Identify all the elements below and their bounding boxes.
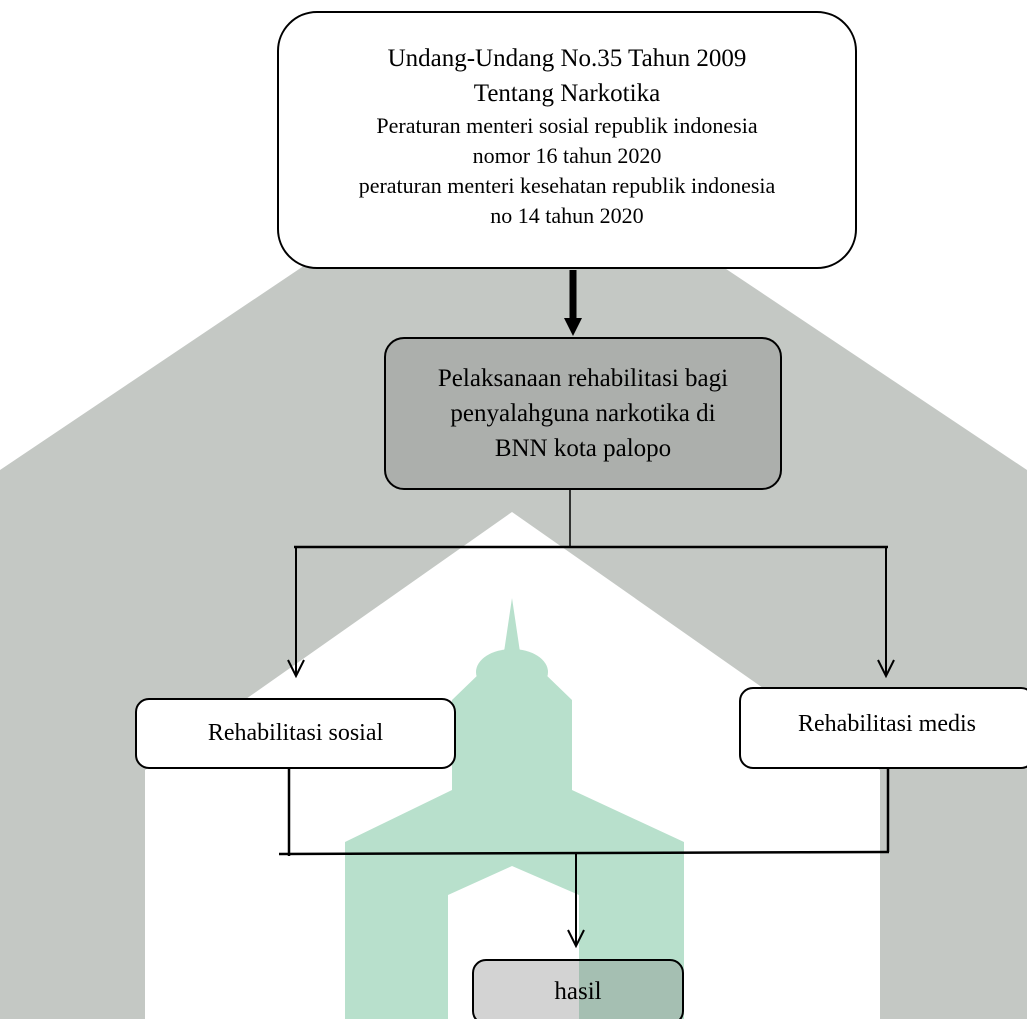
watermark-green-spire xyxy=(504,598,520,652)
law-line-1: Undang-Undang No.35 Tahun 2009 xyxy=(387,45,747,72)
watermark-green-tower xyxy=(345,642,684,1019)
implementation-box: Pelaksanaan rehabilitasi bagi penyalahgu… xyxy=(384,337,782,490)
law-line-2: Tentang Narkotika xyxy=(473,80,661,107)
medical-rehabilitation-box: Rehabilitasi medis xyxy=(739,687,1027,769)
medical-rehab-label: Rehabilitasi medis xyxy=(798,711,976,737)
law-regulation-box: Undang-Undang No.35 Tahun 2009 Tentang N… xyxy=(277,11,857,269)
watermark-green-dome xyxy=(476,649,548,695)
arrowhead-left xyxy=(287,659,305,679)
impl-line-2: penyalahguna narkotika di xyxy=(450,400,716,427)
social-rehabilitation-box: Rehabilitasi sosial xyxy=(135,698,456,769)
social-rehab-label: Rehabilitasi sosial xyxy=(207,720,384,746)
arrowhead-result xyxy=(567,929,585,949)
law-line-3: Peraturan menteri sosial republik indone… xyxy=(376,113,758,138)
impl-line-3: BNN kota palopo xyxy=(494,435,672,462)
thick-arrow-head xyxy=(564,318,582,336)
connector-merge-horizontal xyxy=(278,850,890,856)
law-line-6: no 14 tahun 2020 xyxy=(490,203,644,228)
law-line-5: peraturan menteri kesehatan republik ind… xyxy=(358,173,776,198)
result-label: hasil xyxy=(554,978,602,1005)
arrowhead-right xyxy=(877,659,895,679)
law-line-4: nomor 16 tahun 2020 xyxy=(472,143,662,168)
result-box: hasil xyxy=(472,959,684,1019)
impl-line-1: Pelaksanaan rehabilitasi bagi xyxy=(437,365,729,392)
